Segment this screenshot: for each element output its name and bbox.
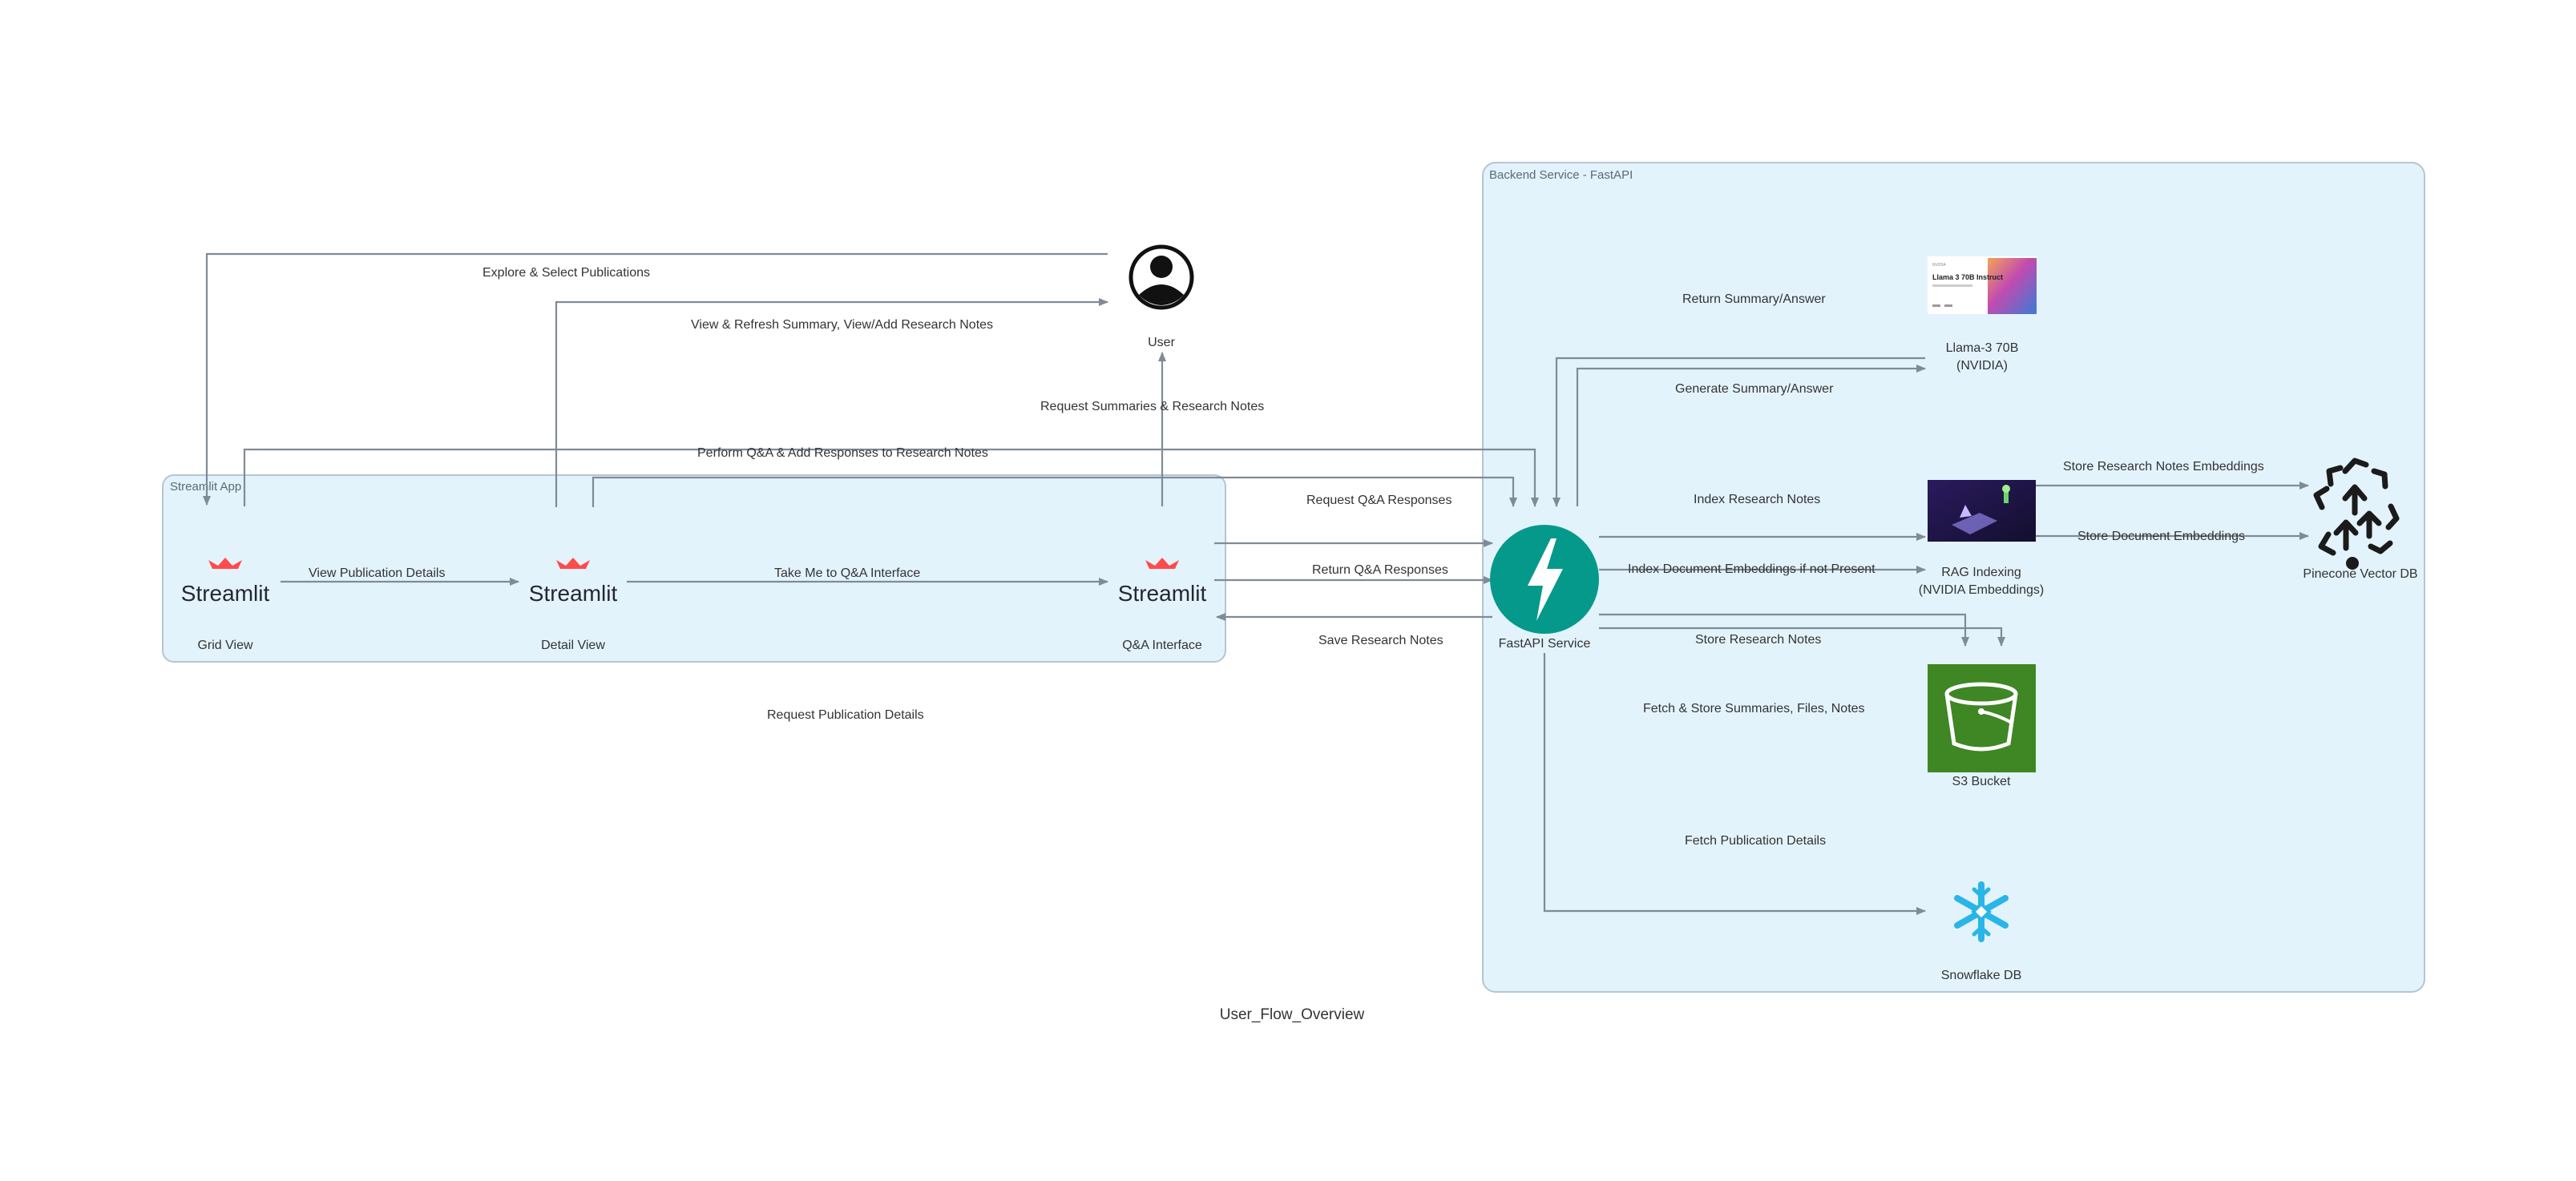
user-circle-icon (1129, 244, 1194, 310)
llama-label-line1: Llama-3 70B (1946, 341, 2019, 355)
user-node: User (1129, 244, 1194, 349)
edge-fetch-pub-details (1543, 653, 1926, 915)
streamlit-crown-icon (1145, 558, 1179, 569)
qa-interface-logo-text: Streamlit (1118, 581, 1207, 606)
label-store-notes: Store Research Notes (1695, 633, 1821, 647)
label-take-me-qa: Take Me to Q&A Interface (774, 566, 920, 580)
label-index-doc-embeddings: Index Document Embeddings if not Present (1628, 562, 1875, 576)
llama-model-card-icon: NVIDIA Llama 3 70B Instruct (1928, 256, 2037, 314)
detail-view-logo-text: Streamlit (529, 581, 618, 606)
streamlit-cluster: Streamlit App (162, 474, 1226, 663)
label-explore-select: Explore & Select Publications (482, 266, 650, 280)
snowflake-node: Snowflake DB (1941, 881, 2022, 982)
label-perform-qa: Perform Q&A & Add Responses to Research … (697, 446, 988, 460)
label-index-notes: Index Research Notes (1694, 493, 1820, 506)
edge-fetch-store (1599, 627, 2005, 647)
label-view-pub-details: View Publication Details (309, 566, 445, 580)
edges (203, 252, 2309, 915)
user-label: User (1148, 336, 1175, 349)
llama-card-title: Llama 3 70B Instruct (1932, 273, 2003, 281)
label-request-pub-details: Request Publication Details (767, 708, 924, 722)
llama-card-small-text: NVIDIA (1932, 263, 1946, 268)
label-store-doc-embeddings: Store Document Embeddings (2077, 530, 2245, 543)
grid-view-logo-text: Streamlit (181, 581, 270, 606)
pinecone-label: Pinecone Vector DB (2303, 567, 2417, 581)
label-fetch-pub-details: Fetch Publication Details (1685, 834, 1826, 848)
label-request-summaries: Request Summaries & Research Notes (1040, 400, 1264, 413)
streamlit-cluster-label: Streamlit App (170, 480, 241, 494)
label-store-notes-embeddings: Store Research Notes Embeddings (2063, 460, 2264, 474)
edge-explore-select (203, 252, 1108, 506)
snowflake-center (1971, 901, 1992, 922)
edge-view-refresh (555, 298, 1108, 507)
grid-view-node: Streamlit Grid View (181, 558, 270, 652)
llama-label-line2: (NVIDIA) (1956, 359, 2008, 373)
edge-store-notes (1599, 613, 1969, 647)
rag-label-line2: (NVIDIA Embeddings) (1919, 583, 2045, 597)
snowflake-label: Snowflake DB (1941, 969, 2022, 982)
streamlit-crown-icon (556, 558, 590, 569)
fastapi-node: FastAPI Service (1490, 525, 1599, 651)
label-fetch-store: Fetch & Store Summaries, Files, Notes (1643, 702, 1865, 715)
pinecone-node: Pinecone Vector DB (2303, 457, 2418, 581)
qa-interface-node: Streamlit Q&A Interface (1118, 558, 1207, 652)
s3-node: S3 Bucket (1928, 664, 2036, 788)
pinecone-dot (2346, 557, 2359, 570)
label-generate-summary: Generate Summary/Answer (1675, 382, 1834, 396)
s3-bucket-icon (1928, 664, 2036, 772)
rag-label-line1: RAG Indexing (1941, 566, 2021, 579)
label-return-summary: Return Summary/Answer (1682, 292, 1826, 306)
grid-view-label: Grid View (197, 639, 253, 652)
label-view-refresh: View & Refresh Summary, View/Add Researc… (691, 318, 993, 332)
pinecone-arrows-icon (2313, 457, 2400, 556)
label-request-qa: Request Q&A Responses (1306, 494, 1452, 507)
rag-indexing-image-icon (1928, 480, 2036, 542)
edge-detail-to-fastapi (592, 476, 1517, 507)
lightning-bolt-icon (1528, 538, 1563, 621)
backend-cluster-label: Backend Service - FastAPI (1489, 168, 1633, 182)
fastapi-label: FastAPI Service (1499, 637, 1591, 651)
edge-perform-qa (243, 448, 1539, 507)
edge-generate-summary (1576, 365, 1926, 506)
qa-interface-label: Q&A Interface (1122, 639, 1202, 652)
detail-view-label: Detail View (541, 639, 605, 652)
diagram-caption: User_Flow_Overview (1220, 1006, 1365, 1023)
streamlit-crown-icon (208, 558, 242, 569)
label-save-notes: Save Research Notes (1318, 634, 1443, 647)
backend-cluster: Backend Service - FastAPI (1482, 162, 2425, 993)
edge-return-summary (1552, 357, 1925, 507)
s3-label: S3 Bucket (1952, 775, 2011, 788)
llama-node: NVIDIA Llama 3 70B Instruct Llama-3 70B … (1928, 256, 2037, 373)
rag-node: RAG Indexing (NVIDIA Embeddings) (1919, 480, 2045, 597)
detail-view-node: Streamlit Detail View (529, 558, 618, 652)
edge-labels: Explore & Select Publications View & Ref… (309, 266, 2264, 848)
label-return-qa: Return Q&A Responses (1312, 563, 1448, 577)
